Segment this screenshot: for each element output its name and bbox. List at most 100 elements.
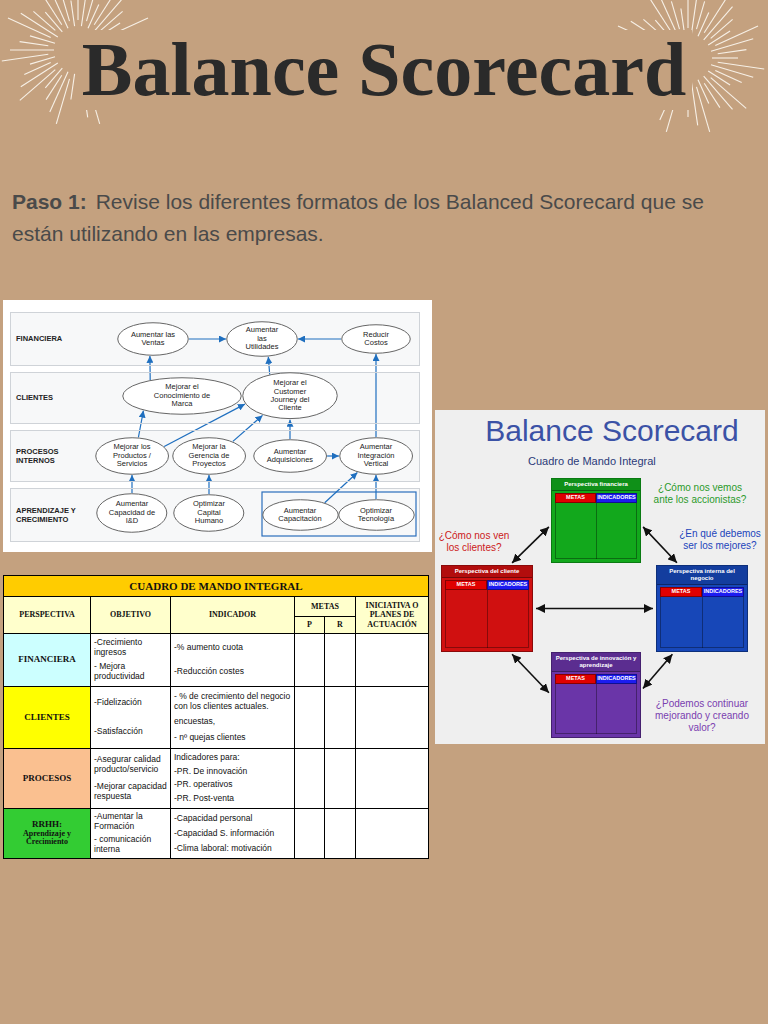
strategy-map-panel (3, 300, 432, 552)
cause-effect-arrow (131, 475, 132, 493)
table-heading: R (337, 620, 343, 629)
sunburst (2, 0, 764, 132)
table-text: -Aumentar la Formación (94, 812, 167, 832)
instruction: Paso 1:Revise los diferentes formatos de… (12, 186, 760, 249)
sunburst-ray (101, 11, 123, 30)
sunburst-ray (50, 72, 68, 112)
sunburst-ray (94, 0, 123, 32)
objective-text: Aumentar Integración Vertical (350, 443, 402, 468)
table-text: -Asegurar calidad producto/servicio (94, 755, 167, 775)
page-title: Balance Scorecard (76, 30, 692, 110)
table-cell: Indicadores para:-PR. De innovación-PR. … (170, 748, 295, 809)
table-cell: R (324, 616, 356, 634)
sunburst-ray (698, 80, 709, 104)
table-cell: METAS (294, 596, 356, 617)
ellipse-shape (123, 378, 242, 415)
table-cell: CUADRO DE MANDO INTEGRAL (3, 575, 429, 597)
band-fill (10, 488, 420, 542)
table-text: -Crecimiento ingresos (94, 638, 167, 658)
table-cell: INDICADOR (170, 596, 295, 634)
ellipse-shape (97, 494, 167, 533)
objective-ellipse: Aumentar Capacidad de I&D (96, 493, 168, 533)
table-text: -Capacidad S. información (174, 829, 274, 839)
sunburst-ray (704, 83, 720, 107)
ellipse-shape (342, 325, 411, 354)
label-box: ¿Cómo nos ven los clientes? (438, 530, 510, 554)
objective-ellipse: Aumentar Adquisiciones (253, 439, 327, 473)
table-cell: - % de crecimiento del negocio con los c… (170, 686, 295, 749)
table-text: -Fidelización (94, 698, 142, 708)
objective-text: Mejorar los Productos / Servicios (106, 443, 158, 468)
objective-ellipse: Mejorar la Gerencia de Proyectos (172, 437, 246, 475)
objective-ellipse: Optimizar Capital Humano (173, 494, 245, 532)
perspective-band: PROCESOS INTERNOS Mejorar los Productos /… (10, 430, 420, 482)
column-header-text: INDICADORES (704, 589, 743, 595)
perspective-box: Perspectiva financieraMETASINDICADORES (551, 478, 641, 563)
table-text: - nº quejas clientes (174, 733, 246, 743)
column-divider (487, 580, 488, 648)
objective-text: Mejorar la Gerencia de Proyectos (183, 443, 235, 468)
table-heading: OBJETIVO (110, 610, 151, 619)
sunburst-ray (56, 79, 69, 124)
table-cell: -Fidelización-Satisfacción (90, 686, 171, 749)
group-frame (262, 492, 416, 536)
table-cell (324, 748, 356, 809)
double-arrow (536, 608, 653, 610)
ellipse-shape (262, 500, 337, 531)
perspective-heading: Perspectiva del cliente (442, 566, 532, 578)
cause-effect-arrow (327, 455, 339, 456)
sunburst-ray (718, 62, 765, 69)
objective-text: Aumentar Capacidad de I&D (107, 500, 157, 525)
ellipse-shape (174, 495, 244, 532)
objective-ellipse: Aumentar las Ventas (117, 322, 189, 356)
double-arrow (643, 527, 677, 563)
band-label: PROCESOS INTERNOS (16, 447, 96, 466)
band-label: FINANCIERA (16, 334, 96, 343)
column-header-text: METAS (672, 589, 691, 595)
table-heading: RRHH: (32, 820, 62, 830)
perspective-band: CLIENTESMejorar el Conocimiento de Marca… (10, 372, 420, 424)
table-cell (355, 748, 429, 809)
sunburst-ray (61, 0, 69, 21)
table-text: encuestas, (174, 717, 215, 727)
table-cell: -Asegurar calidad producto/servicio-Mejo… (90, 748, 171, 809)
table-heading: Aprendizaje y Crecimiento (7, 830, 87, 848)
sunburst-ray (698, 13, 709, 37)
table-cell: OBJETIVO (90, 596, 171, 634)
table-heading: INICIATIVA O PLANES DE ACTUACIÓN (359, 601, 425, 629)
ellipse-shape (338, 500, 413, 531)
column-header-text: METAS (566, 495, 585, 501)
band-fill (10, 430, 420, 482)
sunburst-ray (30, 36, 55, 43)
table-cell (294, 633, 325, 687)
step-label: Paso 1: (12, 190, 87, 213)
sunburst-ray (691, 82, 697, 126)
table-cell (294, 748, 325, 809)
sunburst-ray (718, 50, 747, 54)
table-text: - % de crecimiento del negocio con los c… (174, 692, 291, 712)
sunburst-ray (36, 0, 61, 25)
column-header-text: METAS (566, 676, 585, 682)
table-heading: METAS (311, 602, 339, 611)
objective-ellipse: Aumentar Integración Vertical (339, 437, 413, 475)
sunburst-ray (687, 0, 688, 28)
sunburst-ray (715, 26, 758, 46)
perspective-heading: Perspectiva interna del negocio (657, 566, 747, 585)
table-cell: PERSPECTIVA (3, 596, 91, 634)
graphic-subtitle: Cuadro de Mando Integral (528, 455, 728, 468)
sunburst-ray (81, 0, 87, 26)
table-text: -PR. Post-venta (174, 794, 234, 804)
objective-ellipse: Mejorar los Productos / Servicios (95, 437, 169, 475)
sunburst-ray (46, 75, 62, 99)
objective-text: Mejorar el Customer Journey del Cliente (262, 379, 318, 413)
table-cell (355, 686, 429, 749)
table-text: -% aumento cuota (174, 643, 243, 653)
cause-effect-arrow (189, 338, 226, 339)
perspective-question: ¿Cómo nos ven los clientes? (438, 530, 510, 554)
table-heading: PROCESOS (23, 774, 72, 784)
column-header-text: INDICADORES (489, 582, 528, 588)
sunburst-ray (671, 1, 679, 29)
perspective-question: ¿Cómo nos vemos ante los accionistas? (650, 482, 750, 506)
label-box: ¿En qué debemos ser los mejores? (676, 528, 764, 552)
sunburst-ray (704, 7, 733, 40)
